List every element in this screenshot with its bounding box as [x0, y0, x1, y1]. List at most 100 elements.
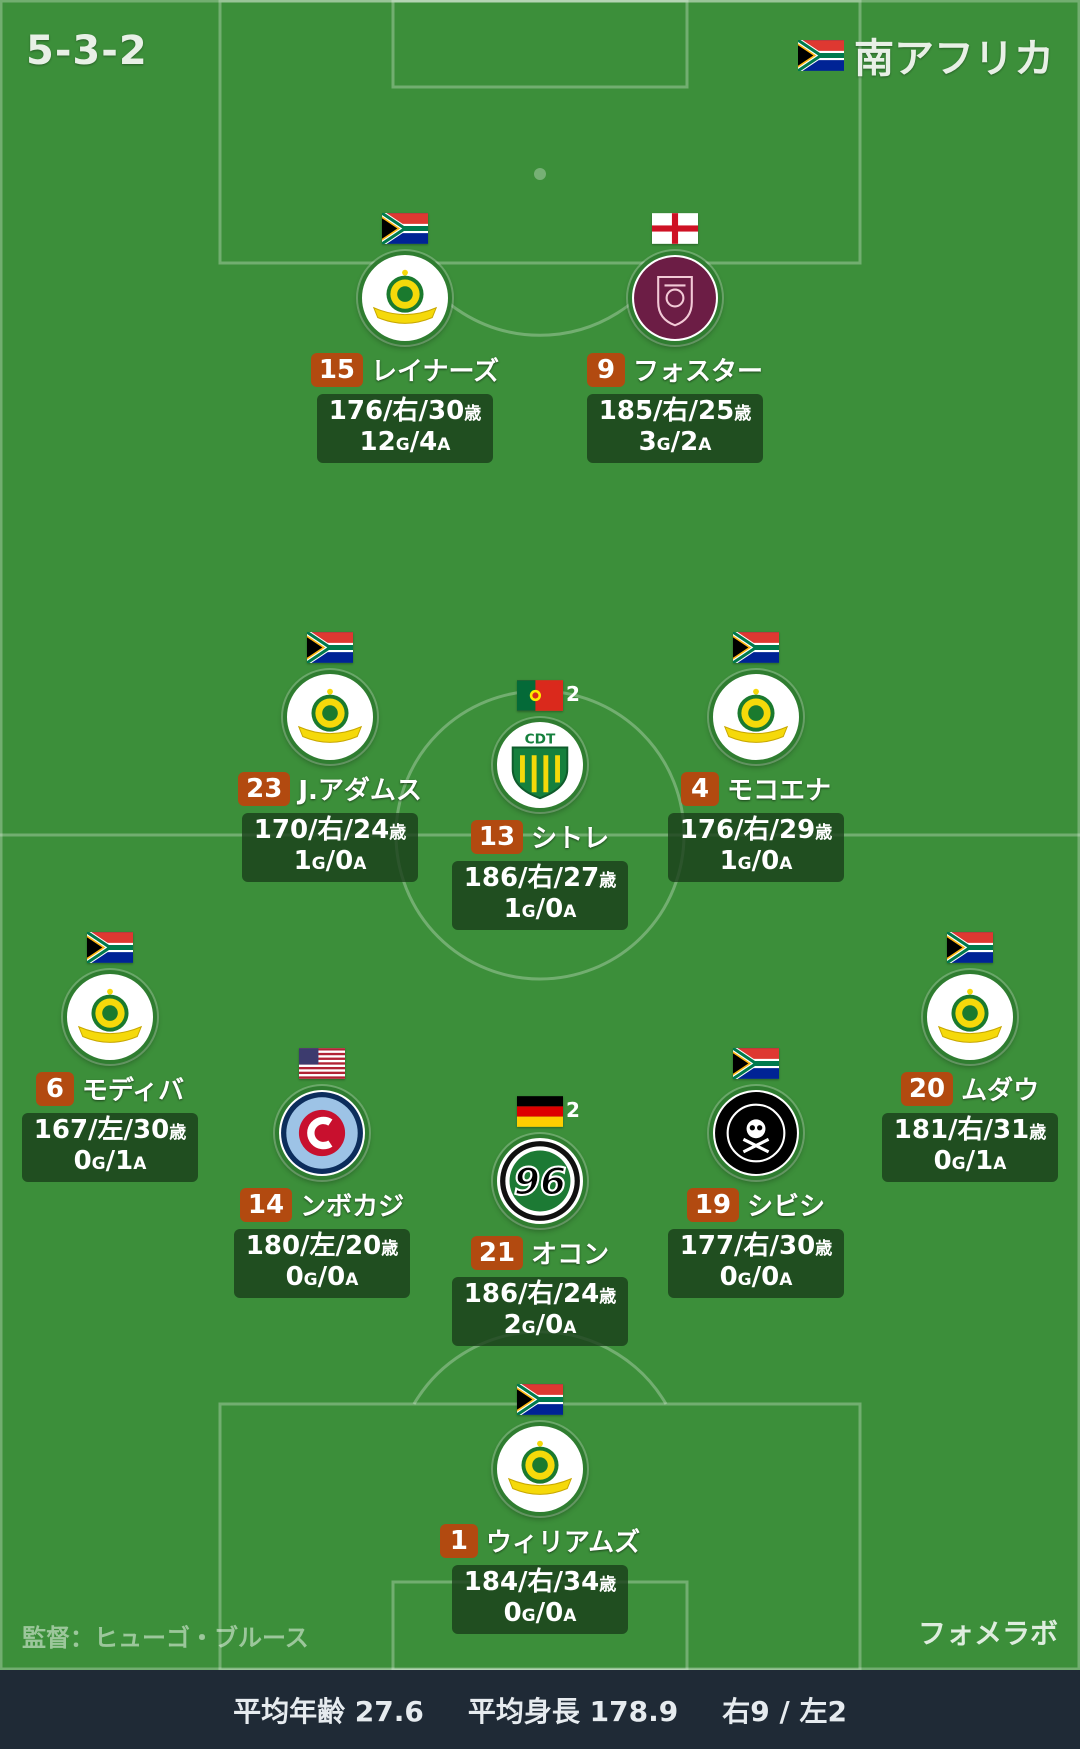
goals-assists: 3G/2A [638, 427, 712, 457]
nationality-flag-icon [860, 932, 1080, 966]
player-name: フォスター [632, 357, 763, 387]
player-name: レイナーズ [371, 357, 500, 387]
height-foot-age: 167/左/30歳 [33, 1115, 187, 1145]
nationality-flag-icon [565, 213, 785, 247]
average-age: 平均年齢 27.6 [233, 1694, 424, 1728]
height-foot-age: 177/右/30歳 [679, 1231, 833, 1261]
shirt-number: 9 [586, 352, 625, 387]
shirt-number: 20 [900, 1071, 954, 1106]
nationality-flag-icon [0, 932, 220, 966]
height-foot-age: 181/右/31歳 [893, 1115, 1047, 1145]
shirt-number: 4 [680, 771, 719, 806]
club-crest-icon [358, 251, 452, 345]
shirt-number: 1 [439, 1523, 478, 1558]
height-foot-age: 185/右/25歳 [598, 396, 752, 426]
nationality-flag-icon [220, 632, 440, 666]
club-crest-icon: 96 [493, 1134, 587, 1228]
nationality-flag-icon [646, 632, 866, 666]
club-crest-icon [63, 970, 157, 1064]
player-name: ウィリアムズ [485, 1528, 641, 1558]
goals-assists: 0G/1A [933, 1146, 1007, 1176]
team-header: 南アフリカ [798, 26, 1054, 84]
caps-count: 2 [566, 1098, 580, 1122]
team-flag-icon [798, 39, 844, 71]
player-name: ムダウ [961, 1076, 1040, 1106]
height-foot-age: 176/右/30歳 [328, 396, 482, 426]
goals-assists: 12G/4A [359, 427, 451, 457]
shirt-number: 14 [239, 1187, 293, 1222]
club-crest-icon [493, 1422, 587, 1516]
svg-text:CDT: CDT [525, 732, 556, 748]
goals-assists: 1G/0A [503, 894, 577, 924]
club-crest-icon [709, 670, 803, 764]
height-foot-age: 176/右/29歳 [679, 815, 833, 845]
height-foot-age: 170/右/24歳 [253, 815, 407, 845]
goals-assists: 0G/0A [285, 1262, 359, 1292]
club-crest-icon [283, 670, 377, 764]
club-crest-icon: CDT [493, 718, 587, 812]
height-foot-age: 186/右/24歳 [463, 1279, 617, 1309]
manager-label: 監督：ヒューゴ・ブルース [22, 1624, 309, 1652]
team-name: 南アフリカ [854, 36, 1054, 82]
height-foot-age: 184/右/34歳 [463, 1567, 617, 1597]
formation-label: 5-3-2 [26, 28, 148, 74]
player-name: モコエナ [726, 776, 831, 806]
club-crest-icon [628, 251, 722, 345]
nationality-flag-icon: 2 [430, 680, 650, 714]
goals-assists: 0G/0A [719, 1262, 793, 1292]
svg-text:96: 96 [514, 1160, 567, 1204]
goals-assists: 2G/0A [503, 1310, 577, 1340]
shirt-number: 19 [686, 1187, 740, 1222]
brand-label: フォメラボ [917, 1617, 1058, 1650]
player-name: オコン [531, 1240, 610, 1270]
shirt-number: 21 [470, 1235, 524, 1270]
goals-assists: 1G/0A [719, 846, 793, 876]
summary-bar: 平均年齢 27.6 平均身長 178.9 右9 / 左2 [0, 1670, 1080, 1749]
player-name: J.アダムス [298, 776, 422, 806]
caps-count: 2 [566, 682, 580, 706]
foot-ratio: 右9 / 左2 [722, 1694, 847, 1728]
average-height: 平均身長 178.9 [467, 1694, 679, 1728]
player-name: シビシ [747, 1192, 826, 1222]
goals-assists: 1G/0A [293, 846, 367, 876]
nationality-flag-icon [295, 213, 515, 247]
height-foot-age: 186/右/27歳 [463, 863, 617, 893]
club-crest-icon [709, 1086, 803, 1180]
player-name: モディバ [81, 1076, 185, 1106]
nationality-flag-icon: 2 [430, 1096, 650, 1130]
shirt-number: 6 [35, 1071, 74, 1106]
club-crest-icon [275, 1086, 369, 1180]
nationality-flag-icon [212, 1048, 432, 1082]
height-foot-age: 180/左/20歳 [245, 1231, 399, 1261]
player-name: ンボカジ [300, 1192, 405, 1222]
shirt-number: 15 [310, 352, 363, 387]
nationality-flag-icon [646, 1048, 866, 1082]
club-crest-icon [923, 970, 1017, 1064]
goals-assists: 0G/0A [503, 1598, 577, 1628]
nationality-flag-icon [430, 1384, 650, 1418]
player-name: シトレ [531, 824, 610, 854]
goals-assists: 0G/1A [73, 1146, 147, 1176]
